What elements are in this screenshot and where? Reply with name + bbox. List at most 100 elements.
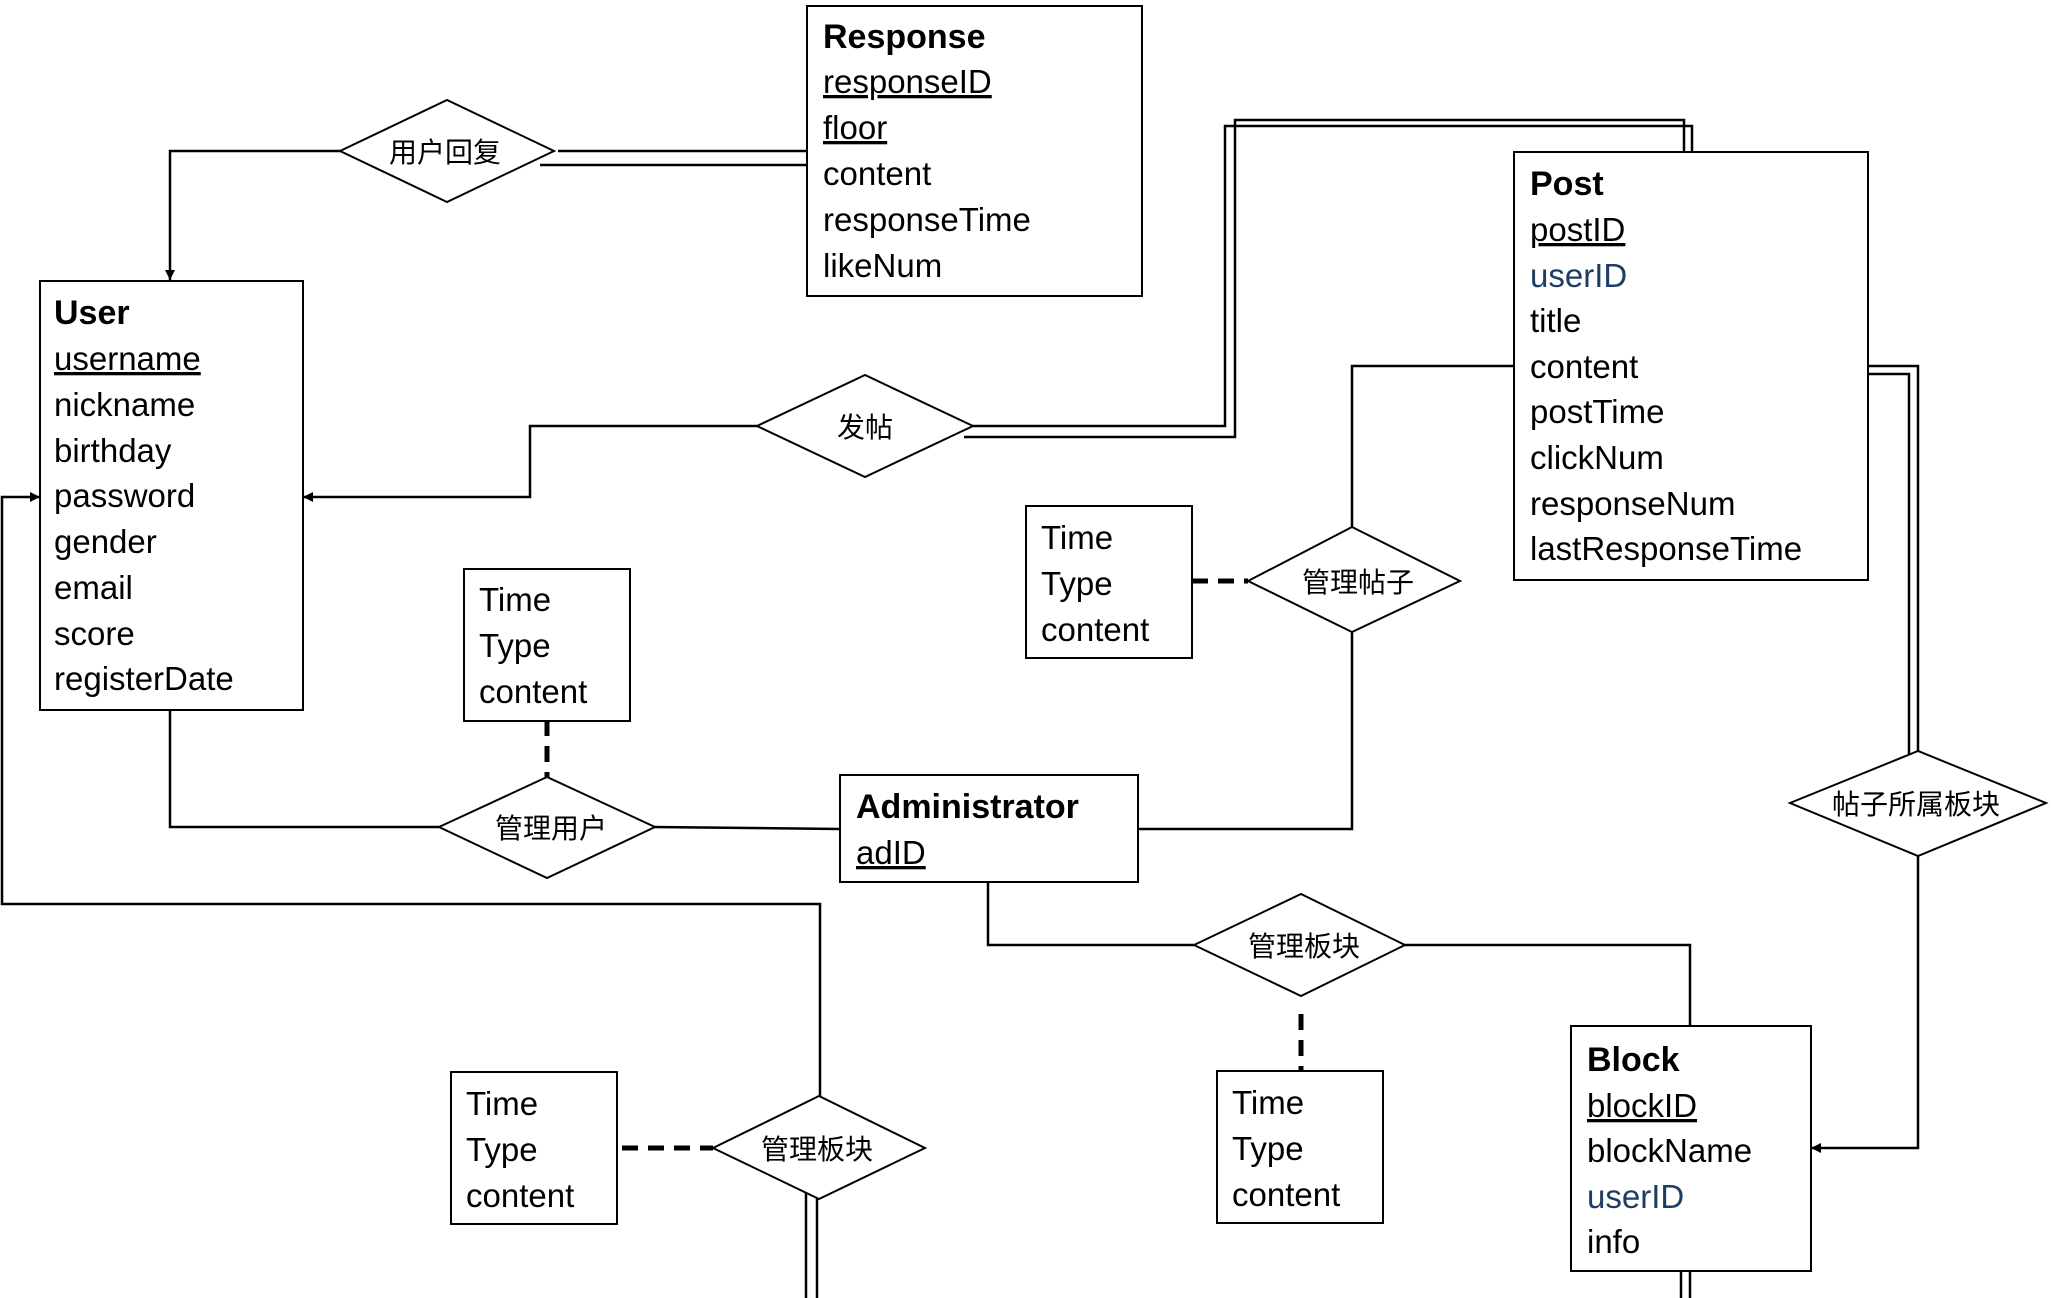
attribute: postTime [1530,393,1664,430]
relationship-user-reply: 用户回复 [337,98,557,204]
entity-box [839,774,1139,883]
connector-manage-user-admin [652,825,841,831]
attribute: blockName [1587,1132,1752,1169]
attribute-box [463,568,631,722]
attribute-box-line: Type [466,1131,538,1168]
entity-user: User username nickname birthday password… [39,280,304,711]
connector-reply-user [165,149,340,280]
entity-title: Administrator [856,788,1079,826]
attribute-key: blockID [1587,1087,1697,1124]
entity-title: User [54,294,130,332]
relationship-manage-block-2: 管理板块 [710,1094,928,1201]
connector-user-manage-block-2 [0,492,822,1096]
relationship-manage-block-1: 管理板块 [1191,892,1408,998]
attribute-foreign-key: userID [1587,1178,1684,1215]
connector-manage-block-1-block [1405,943,1692,1026]
relationship-label: 管理用户 [495,813,607,844]
relationship-post-block: 帖子所属板块 [1787,749,2049,858]
attribute: content [1530,348,1638,385]
attribute-key: responseID [823,63,992,100]
attribute-box-line: Time [1232,1084,1304,1121]
relationship-diamond [1191,892,1408,998]
entity-title: Response [823,18,986,56]
entity-box [1513,151,1869,581]
attribute-box [1216,1070,1384,1224]
attribute: gender [54,523,157,560]
attribute-box-manage-block-2: Time Type content [450,1071,618,1225]
attribute-key: adID [856,834,926,871]
attribute-box-line: Time [1041,519,1113,556]
attribute-box-manage-post: Time Type content [1025,505,1193,659]
attribute-foreign-key: userID [1530,257,1627,294]
entity-administrator: Administrator adID [839,774,1139,883]
connector-manage-block-2-block-2 [815,1195,1683,1298]
connector-post-rel-post-2 [964,118,1686,439]
attribute-box-line: content [1041,611,1149,648]
attribute: info [1587,1223,1640,1260]
attribute: score [54,615,135,652]
attribute: birthday [54,432,172,469]
connector-post-post-block-2 [1862,364,1920,758]
relationship-label: 帖子所属板块 [1832,789,2000,820]
relationship-post: 发帖 [754,373,976,479]
relationship-diamond [337,98,557,204]
entity-block: Block blockID blockName userID info [1570,1025,1812,1272]
connector-manage-block-2-block-1 [804,1190,1692,1298]
connector-post-block-block [1811,856,1920,1153]
attribute-box [1025,505,1193,659]
entity-title: Post [1530,165,1604,203]
relationship-diamond [436,775,658,880]
attribute-box-line: Type [1041,565,1113,602]
connector-manage-post-admin [1138,632,1354,831]
connector-post-rel-post-1 [960,124,1694,428]
attribute: email [54,569,133,606]
attribute-box-manage-user: Time Type content [463,568,631,722]
attribute: nickname [54,386,195,423]
attribute: password [54,477,195,514]
relationship-label: 用户回复 [389,137,501,168]
attribute-box-line: Time [466,1085,538,1122]
relationship-diamond [754,373,976,479]
relationship-label: 管理帖子 [1302,567,1414,598]
attribute: content [823,155,931,192]
connector-post-manage-post [1350,364,1514,527]
connector-post-post-block-1 [1858,372,1911,762]
attribute: registerDate [54,660,234,697]
connectors [0,118,1920,1298]
attribute-key: username [54,340,201,377]
attribute-box-line: content [479,673,587,710]
attribute-key: postID [1530,211,1625,248]
relationship-diamond [1245,525,1463,634]
attribute: responseNum [1530,485,1735,522]
attribute-box [450,1071,618,1225]
attribute-key: floor [823,109,887,146]
entity-box [806,5,1143,297]
attribute-box-line: content [1232,1176,1340,1213]
attribute-box-line: Type [479,627,551,664]
relationship-manage-post: 管理帖子 [1245,525,1463,634]
attribute-box-line: content [466,1177,574,1214]
entity-box [1570,1025,1812,1272]
entity-post: Post postID userID title content postTim… [1513,151,1869,581]
attribute: likeNum [823,247,942,284]
relationship-label: 管理板块 [761,1134,873,1165]
attribute: title [1530,302,1581,339]
connector-admin-manage-block-1 [986,882,1194,947]
connector-post-rel-user [303,424,757,502]
attribute-box-manage-block-1: Time Type content [1216,1070,1384,1224]
attribute: clickNum [1530,439,1664,476]
relationship-label: 发帖 [837,412,893,443]
entity-response: Response responseID floor content respon… [806,5,1143,297]
attribute-box-line: Time [479,581,551,618]
attribute: responseTime [823,201,1031,238]
relationship-diamond [710,1094,928,1201]
connector-user-manage-user [168,709,439,829]
attribute-box-line: Type [1232,1130,1304,1167]
entity-title: Block [1587,1041,1680,1079]
relationship-manage-user: 管理用户 [436,775,658,880]
attribute: lastResponseTime [1530,530,1802,567]
dashed-connectors [544,578,1304,1151]
relationship-label: 管理板块 [1248,931,1360,962]
entity-box [39,280,304,711]
relationship-diamond [1787,749,2049,858]
